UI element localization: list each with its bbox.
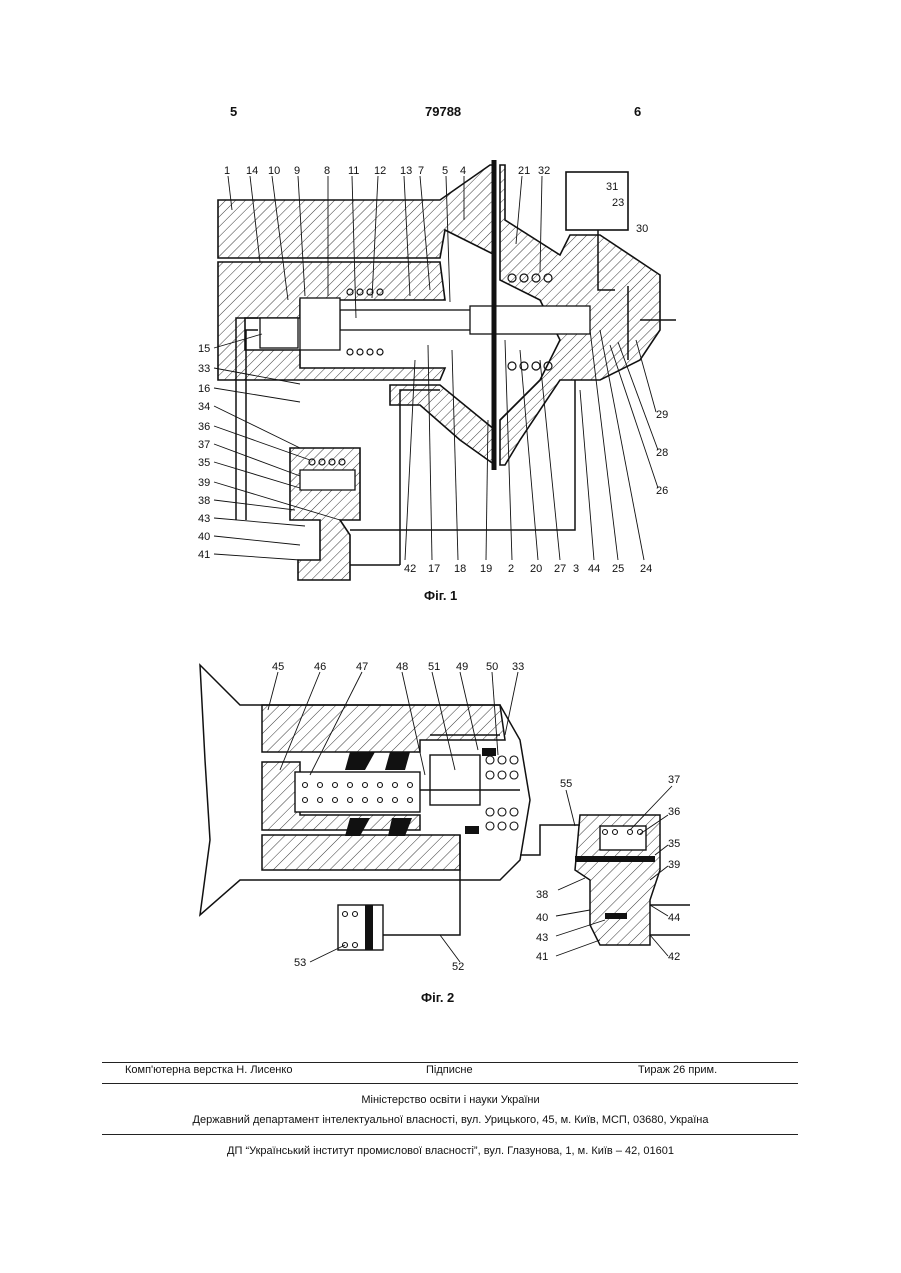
footer-layout-credit: Комп'ютерна верстка Н. Лисенко (125, 1064, 292, 1076)
reference-label: 36 (668, 806, 680, 818)
reference-label: 39 (668, 859, 680, 871)
reference-label: 50 (486, 661, 498, 673)
reference-label: 40 (536, 912, 548, 924)
footer-rule-top (102, 1062, 798, 1063)
footer-rule-middle (102, 1083, 798, 1084)
footer-circulation: Тираж 26 прим. (638, 1064, 717, 1076)
reference-label: 47 (356, 661, 368, 673)
reference-label: 53 (294, 957, 306, 969)
footer-signed: Підписне (426, 1064, 473, 1076)
reference-label: 49 (456, 661, 468, 673)
reference-label: 44 (668, 912, 680, 924)
reference-label: 42 (668, 951, 680, 963)
reference-label: 38 (536, 889, 548, 901)
reference-label: 41 (536, 951, 548, 963)
footer-ministry: Міністерство освіти і науки України (0, 1094, 901, 1106)
reference-label: 37 (668, 774, 680, 786)
reference-label: 33 (512, 661, 524, 673)
reference-label: 48 (396, 661, 408, 673)
reference-label: 45 (272, 661, 284, 673)
reference-label: 43 (536, 932, 548, 944)
footer-department: Державний департамент інтелектуальної вл… (0, 1114, 901, 1126)
reference-label: 46 (314, 661, 326, 673)
figure-2-caption: Фіг. 2 (421, 990, 454, 1005)
reference-label: 52 (452, 961, 464, 973)
reference-label: 55 (560, 778, 572, 790)
reference-label: 35 (668, 838, 680, 850)
footer-rule-bottom (102, 1134, 798, 1135)
reference-label: 51 (428, 661, 440, 673)
footer-institute: ДП “Український інститут промислової вла… (0, 1145, 901, 1157)
